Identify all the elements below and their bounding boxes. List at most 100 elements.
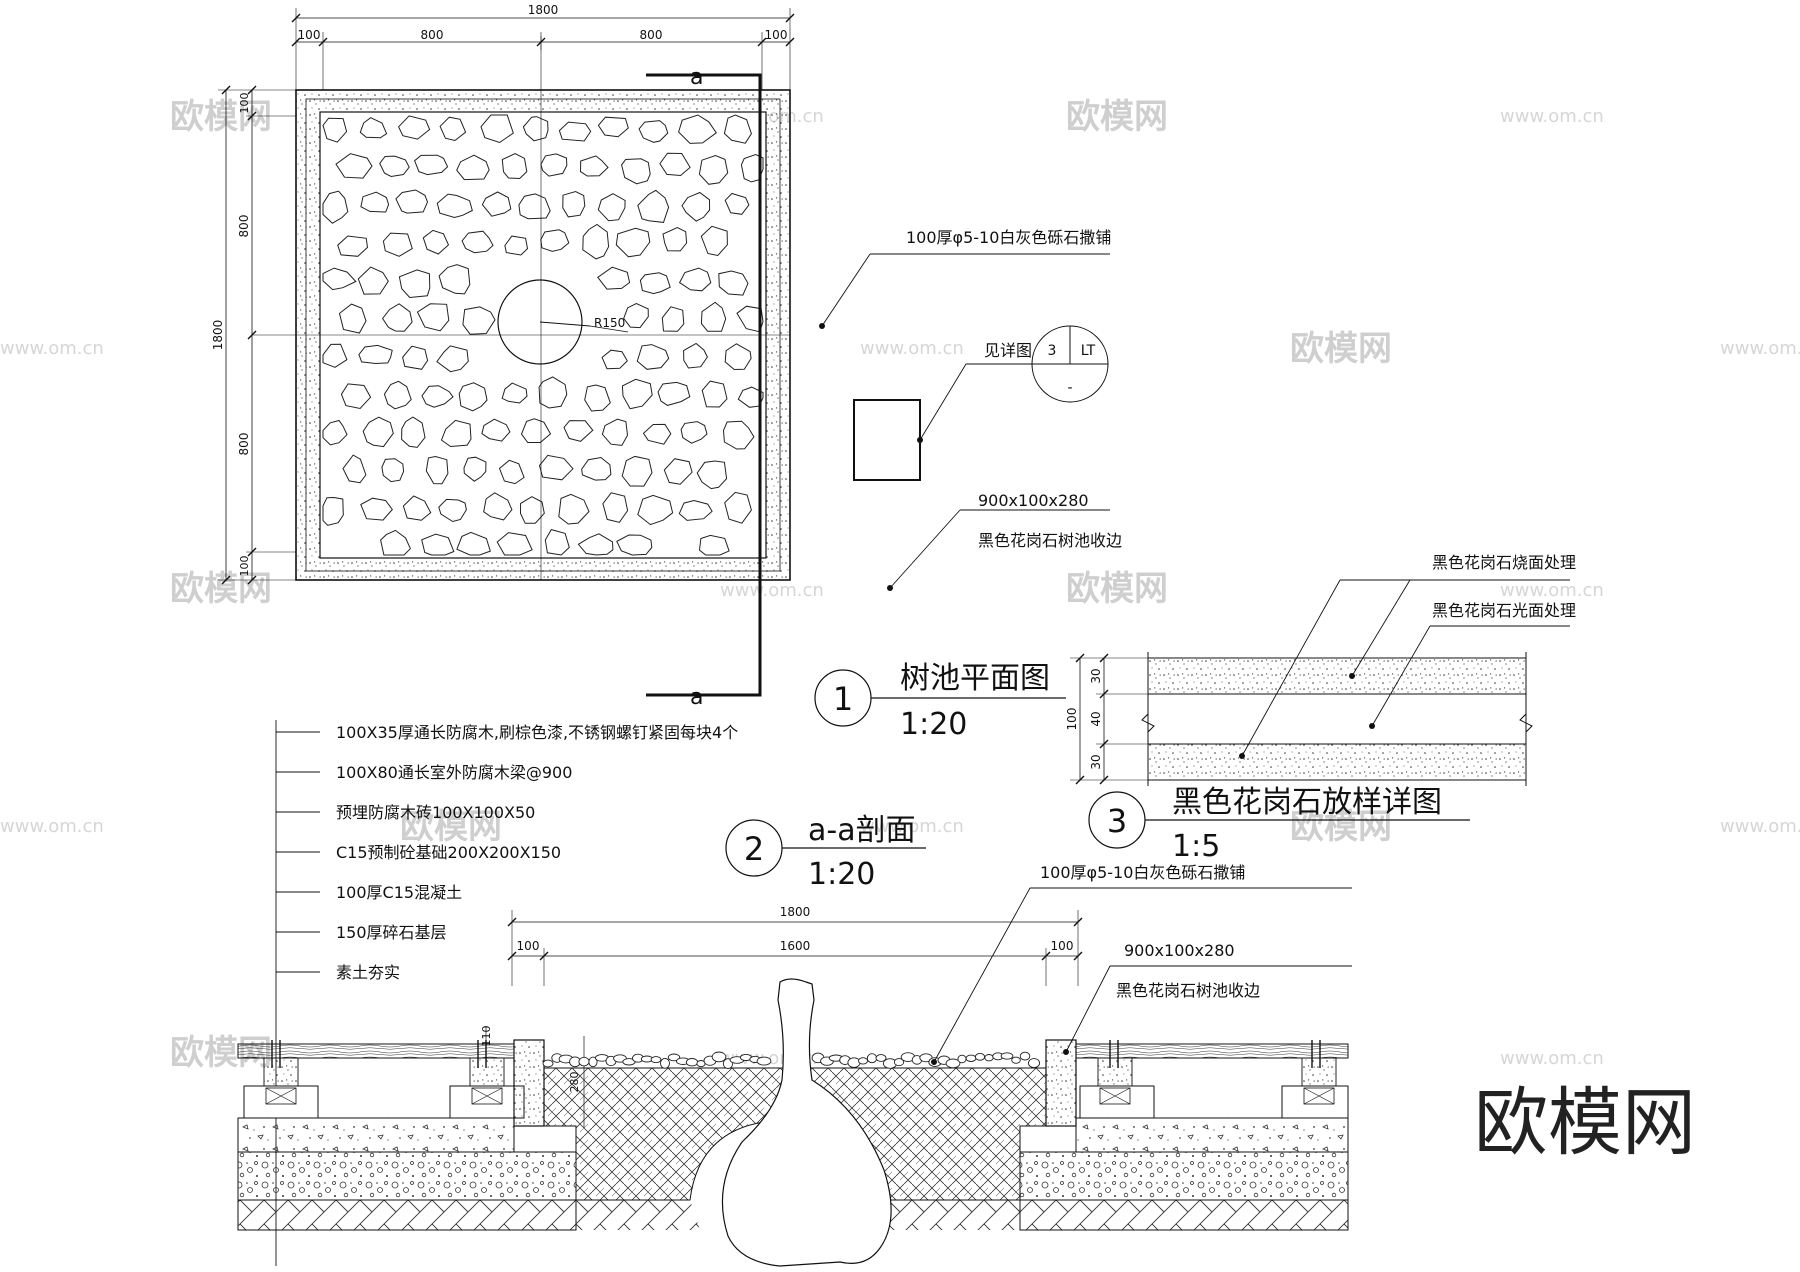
gravel-stone	[621, 455, 653, 487]
gravel-stone	[398, 115, 431, 140]
section-layer-note: 预埋防腐木砖100X100X50	[336, 803, 535, 822]
gravel-stone	[601, 349, 628, 370]
granite-title-name: 黑色花岗石放样详图	[1172, 785, 1442, 820]
pebble	[660, 1057, 670, 1069]
pebble	[1027, 1058, 1041, 1069]
plan-title-name: 树池平面图	[900, 661, 1050, 696]
gravel-stone	[421, 385, 454, 408]
watermark-en: www.om.cn	[1500, 1048, 1604, 1069]
watermark-cn: 欧模网	[170, 97, 272, 137]
gravel-stone	[340, 383, 372, 410]
gravel-stone	[678, 267, 712, 292]
watermark-en: www.om.cn	[1500, 580, 1604, 601]
watermark-cn: 欧模网	[170, 569, 272, 609]
gravel-stone	[357, 266, 389, 295]
section-edge-right	[1045, 1039, 1077, 1127]
pebble	[965, 1054, 977, 1062]
pebble	[866, 1053, 878, 1064]
section-layer-notes: 100X35厚通长防腐木,刷棕色漆,不锈钢螺钉紧固每块4个 100X80通长室外防…	[276, 723, 738, 982]
gravel-stone	[438, 498, 467, 523]
gravel-stone	[456, 531, 491, 556]
gravel-stone	[436, 193, 473, 219]
section-layer-note: 素土夯实	[336, 963, 400, 982]
granite-layer-bottom	[1147, 743, 1527, 781]
pebble	[945, 1058, 961, 1069]
granite-layer-top	[1147, 657, 1527, 695]
plan-dim-left-seg2: 800	[237, 215, 251, 238]
gravel-stone	[338, 303, 367, 334]
gravel-stone	[322, 496, 344, 526]
plan-note-gravel: 100厚φ5-10白灰色砾石撒铺	[906, 228, 1111, 247]
gravel-stone	[402, 495, 432, 521]
section-dim-seg2: 1600	[780, 939, 811, 953]
section-mark-top: a	[690, 65, 703, 90]
section-edge-left	[513, 1039, 545, 1127]
gravel-stone	[724, 192, 750, 215]
section-layer-note: C15预制砼基础200X200X150	[336, 843, 561, 862]
gravel-stone	[718, 270, 749, 296]
pebble	[847, 1057, 861, 1068]
watermark-cn: 欧模网	[1290, 807, 1392, 847]
gravel-stone	[504, 235, 529, 256]
gravel-stone	[416, 303, 450, 332]
gravel-stone	[501, 382, 528, 404]
pebble	[578, 1056, 590, 1067]
gravel-stone	[520, 418, 552, 443]
gravel-stone	[558, 121, 592, 142]
gravel-stone	[701, 380, 728, 408]
pebble	[957, 1054, 967, 1064]
gravel-stone	[483, 492, 513, 521]
gravel-stone	[602, 492, 629, 523]
pebble	[893, 1058, 905, 1067]
watermark-en: www.om.cn	[860, 338, 964, 359]
gravel-stone	[359, 117, 388, 139]
gravel-stone	[680, 421, 708, 444]
pebble	[685, 1058, 699, 1067]
gravel-stone	[439, 116, 467, 142]
gravel-stone	[440, 419, 472, 448]
gravel-stone	[700, 225, 728, 257]
plan-note-edge-size: 900x100x280	[978, 491, 1089, 510]
gravel-stone	[597, 266, 631, 290]
gravel-stone	[395, 189, 429, 214]
granite-detail: 100 30 40 30 黑色花岗石烧面处理 黑色花岗石光面处理 3 黑色花岗石…	[1065, 553, 1576, 864]
gravel-stone	[722, 420, 755, 450]
section-dims: 1800 100 1600 100 110 280	[480, 905, 1083, 1128]
gravel-stone	[597, 193, 626, 222]
gravel-stone	[398, 269, 431, 299]
gravel-stone	[498, 459, 525, 485]
watermark-logo-big: 欧模网	[1474, 1080, 1696, 1166]
tree-trunk-rootball	[721, 978, 892, 1267]
section-title-scale: 1:20	[808, 857, 875, 892]
section-layer-note: 100X35厚通长防腐木,刷棕色漆,不锈钢螺钉紧固每块4个	[336, 723, 738, 742]
gravel-stone	[538, 376, 568, 409]
section-dim-small: 110	[480, 1026, 493, 1047]
gravel-stone	[724, 343, 752, 371]
pebble	[1000, 1052, 1014, 1060]
gravel-stone	[615, 227, 651, 258]
gravel-stone	[322, 190, 349, 224]
section-layer-note: 100厚C15混凝土	[336, 883, 462, 902]
plan-dim-top-seg3: 800	[640, 28, 663, 42]
section-dim-seg3: 100	[1051, 939, 1074, 953]
detail-ref-dash: -	[1067, 380, 1072, 396]
detail-ref-num: 3	[1048, 343, 1057, 359]
gravel-stone	[621, 378, 653, 410]
section-layer-note: 100X80通长室外防腐木梁@900	[336, 763, 572, 782]
pebble	[588, 1056, 598, 1068]
gravel-stone	[496, 532, 533, 556]
gravel-stone	[678, 114, 717, 144]
radius-line	[539, 321, 591, 327]
radius-label: R150	[594, 316, 625, 330]
pebble	[542, 1059, 554, 1068]
gravel-stone	[683, 342, 708, 369]
gravel-stone	[322, 419, 348, 446]
gravel-stone	[379, 155, 410, 178]
watermark-en: www.om.cn	[1720, 338, 1800, 359]
gravel-stone	[581, 456, 612, 481]
gravel-stone	[425, 455, 449, 485]
section-pit	[542, 1051, 1047, 1230]
gravel-stone	[380, 529, 411, 556]
plan-title-scale: 1:20	[900, 707, 967, 742]
gravel-stone	[637, 189, 670, 223]
